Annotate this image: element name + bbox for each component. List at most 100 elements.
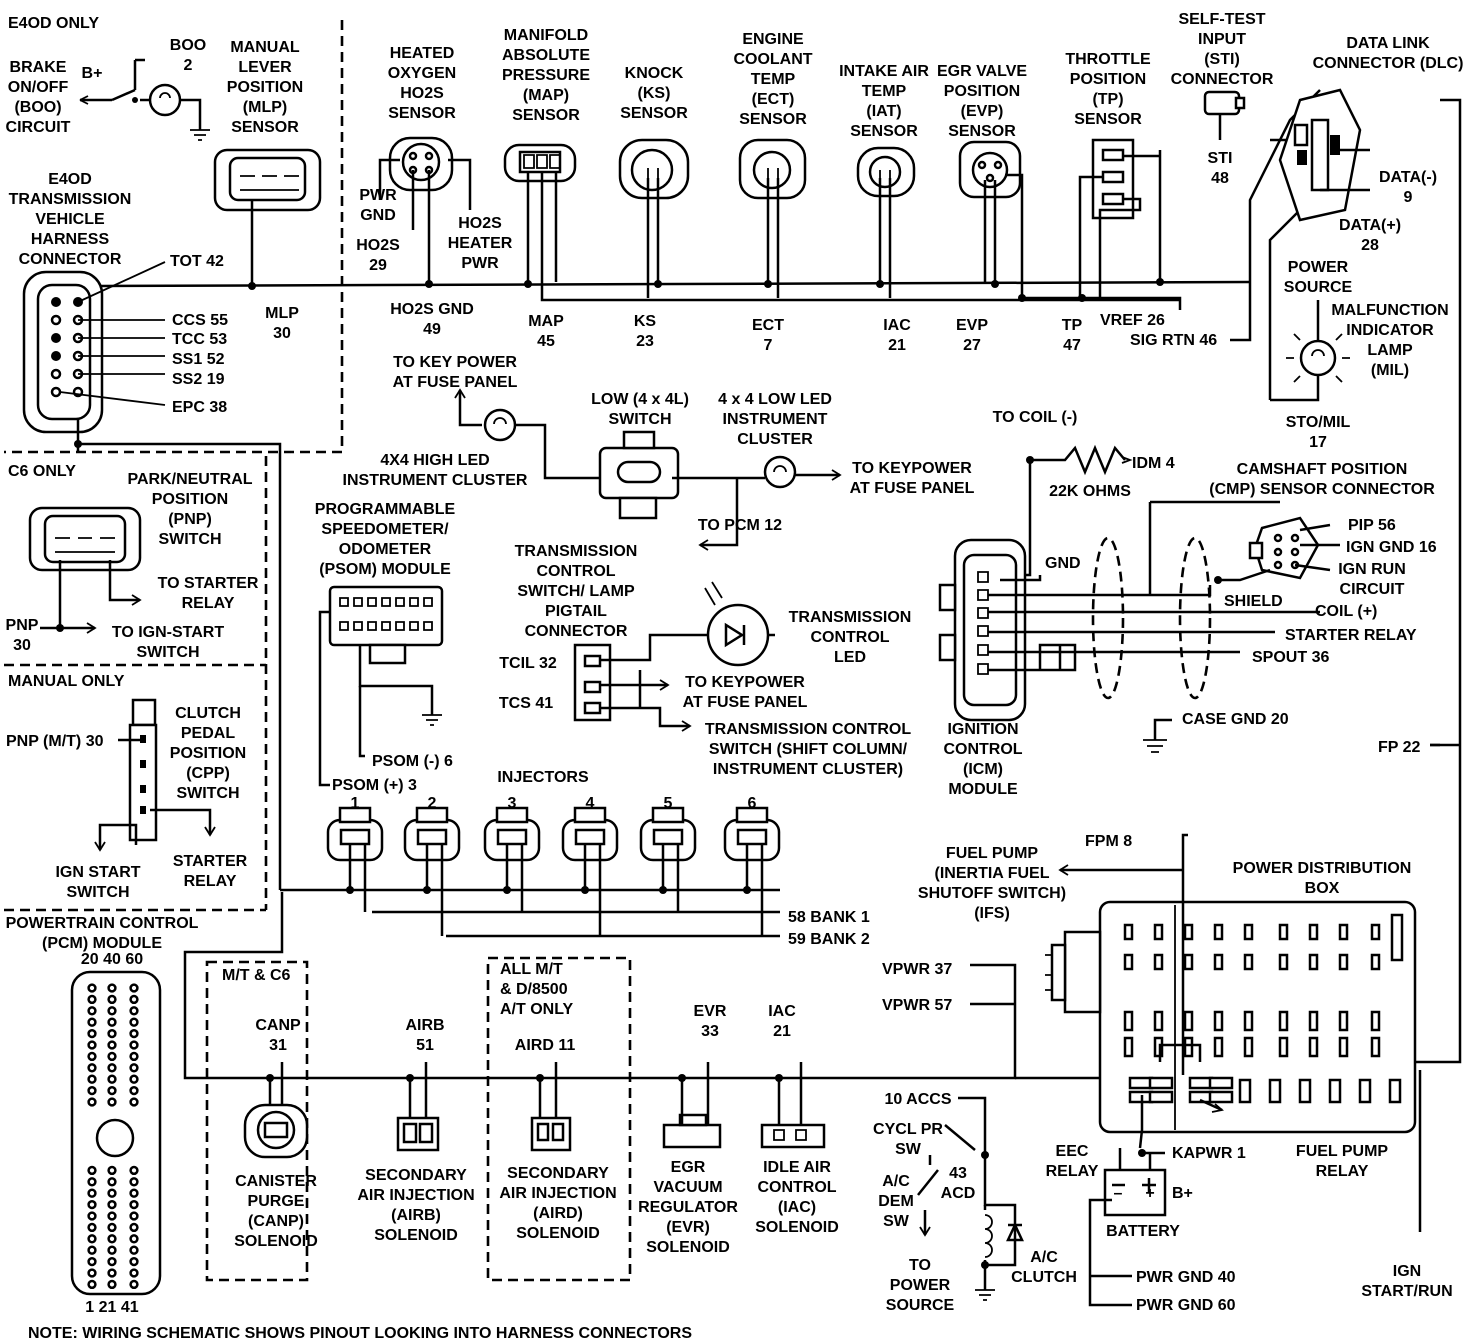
fuse-slot — [1338, 923, 1349, 941]
pcm-pin — [87, 1268, 97, 1278]
fuse-slot — [1153, 923, 1164, 941]
label-solenoids-1-title-1: AIR INJECTION — [357, 1187, 474, 1204]
label-solenoids-2-title-0: SECONDARY — [507, 1165, 609, 1182]
canp-solenoid — [243, 1062, 309, 1159]
fuse-slot — [1148, 1090, 1174, 1104]
fuse-slot — [1268, 1078, 1282, 1104]
pcm-pin — [129, 1097, 139, 1107]
label-sensors-5-pin-1: 27 — [963, 337, 981, 354]
label-mil-pin-0: STO/MIL — [1286, 414, 1351, 431]
label-harness-title-2: VEHICLE — [35, 211, 105, 228]
label-pcm-bottom: 1 21 41 — [85, 1299, 138, 1316]
pcm-pin — [129, 1063, 139, 1073]
label-cmp-title-1: (CMP) SENSOR CONNECTOR — [1209, 481, 1435, 498]
label-psom-title-1: SPEEDOMETER/ — [321, 521, 449, 538]
label-solenoids-0-title-2: (CANP) — [248, 1213, 304, 1230]
label-vpwr-0: VPWR 37 — [882, 961, 952, 978]
label-solenoids-1-pin-0: AIRB — [405, 1017, 444, 1034]
injector-5 — [639, 806, 697, 912]
label-cmp-ignrun-1: CIRCUIT — [1340, 581, 1405, 598]
label-relays-plus: + — [1145, 1185, 1154, 1202]
pcm-pin — [107, 994, 117, 1005]
label-sensors-6-title-3: SENSOR — [1074, 111, 1142, 128]
label-solenoids-4-pin-1: 21 — [773, 1023, 791, 1040]
label-solenoids-1-title-2: (AIRB) — [391, 1207, 441, 1224]
fuse-slot — [1153, 1036, 1164, 1058]
label-harness-title-4: CONNECTOR — [19, 251, 122, 268]
label-fourx4-key_power-0: TO KEY POWER — [393, 354, 517, 371]
fuse-slot — [1370, 953, 1381, 971]
label-psom-minus: PSOM (-) 6 — [372, 753, 453, 770]
label-tcs-title-2: SWITCH/ LAMP — [517, 583, 635, 600]
label-fourx4-switch-0: LOW (4 x 4L) — [591, 391, 689, 408]
label-fourx4-low_led-2: CLUSTER — [737, 431, 813, 448]
psom-module — [318, 585, 444, 787]
label-sti-title-3: CONNECTOR — [1171, 71, 1274, 88]
pcm-pin — [107, 1188, 117, 1198]
label-boo-title-0: BRAKE — [10, 59, 67, 76]
pcm-pin — [87, 1063, 97, 1073]
label-sensors-0-title-2: HO2S — [400, 85, 444, 102]
pcm-pin — [107, 1074, 117, 1084]
fuse-slot — [1388, 1078, 1402, 1104]
pcm-pin — [87, 1051, 97, 1062]
label-solenoids-2-pin-0: AIRD 11 — [515, 1037, 576, 1054]
label-sensors-2-pin-1: 23 — [636, 333, 654, 350]
pcm-pin — [87, 1085, 97, 1096]
label-solenoids-0-pin-0: CANP — [255, 1017, 301, 1034]
airb-solenoid — [396, 1062, 440, 1152]
label-ac-acd-0: 43 — [949, 1165, 967, 1182]
label-fourx4-pcm12: TO PCM 12 — [698, 517, 782, 534]
pcm-pin — [87, 1199, 97, 1210]
pcm-pin — [129, 1177, 139, 1187]
label-sensors-4-title-3: SENSOR — [850, 123, 918, 140]
label-solenoids-3-pin-0: EVR — [694, 1003, 727, 1020]
fuse-slot — [1213, 1010, 1224, 1032]
label-injectors-numbers-5: 6 — [748, 795, 757, 812]
label-ac-topower-0: TO — [909, 1257, 931, 1274]
tcs-circuit — [573, 581, 775, 732]
label-boo-title-2: (BOO) — [14, 99, 61, 116]
fuse-slot — [1213, 953, 1224, 971]
pcm-pin — [129, 1085, 139, 1096]
label-sections-allmt-0: ALL M/T — [500, 961, 563, 978]
fuse-slot — [1148, 1076, 1174, 1090]
label-sti-pin-0: STI — [1208, 150, 1233, 167]
pcm-pin — [107, 1028, 117, 1039]
pcm-pin — [129, 1028, 139, 1039]
label-tcs-tcswitch-0: TRANSMISSION CONTROL — [705, 721, 911, 738]
label-sensors-6-pin-0: TP — [1062, 317, 1083, 334]
pcm-pin — [107, 1051, 117, 1062]
label-ho2s_extra-heater-1: HEATER — [448, 235, 513, 252]
label-tcs-led-2: LED — [834, 649, 866, 666]
label-relays-fuel-1: RELAY — [1316, 1163, 1369, 1180]
fuse-slot — [1213, 923, 1224, 941]
label-icm-coil: TO COIL (-) — [993, 409, 1078, 426]
label-ac-dem-1: DEM — [878, 1193, 914, 1210]
fuse-slot — [1153, 1010, 1164, 1032]
label-solenoids-4-title-0: IDLE AIR — [763, 1159, 831, 1176]
label-sti-title-2: (STI) — [1204, 51, 1240, 68]
label-icm-ohms: 22K OHMS — [1049, 483, 1131, 500]
label-sensors-5-title-0: EGR VALVE — [937, 63, 1027, 80]
label-tcs-led-1: CONTROL — [810, 629, 889, 646]
label-harness-pins-4: SS2 19 — [172, 371, 225, 388]
label-sensors-3-title-0: ENGINE — [742, 31, 804, 48]
pcm-pin — [107, 1097, 117, 1107]
label-sti-title-0: SELF-TEST — [1178, 11, 1265, 28]
label-icm-title-0: IGNITION — [947, 721, 1018, 738]
pcm-pin — [87, 983, 97, 993]
label-mil-title-2: LAMP — [1367, 342, 1413, 359]
label-sensors-0-pin-1: 49 — [423, 321, 441, 338]
pcm-pin — [87, 1279, 97, 1290]
pcm-pin — [129, 1017, 139, 1027]
pcm-pin — [107, 1063, 117, 1073]
label-sensors-0-title-0: HEATED — [390, 45, 455, 62]
pcm-pin — [129, 1074, 139, 1084]
label-ac-dem-0: A/C — [882, 1173, 910, 1190]
label-cmp-title-0: CAMSHAFT POSITION — [1237, 461, 1408, 478]
label-sensors-4-pin-0: IAC — [883, 317, 911, 334]
label-note: NOTE: WIRING SCHEMATIC SHOWS PINOUT LOOK… — [28, 1325, 692, 1342]
label-fourx4-keypower2-1: AT FUSE PANEL — [850, 480, 975, 497]
